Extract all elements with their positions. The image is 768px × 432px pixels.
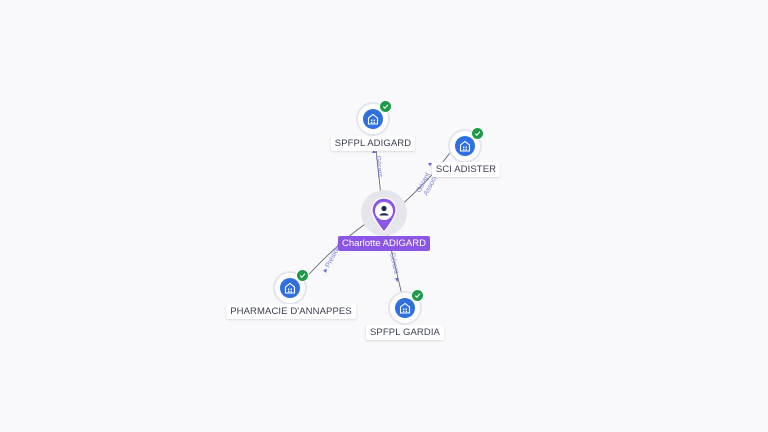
company-node-spfpl-adigard[interactable] bbox=[358, 100, 392, 134]
building-icon bbox=[367, 113, 379, 125]
verified-check-icon bbox=[411, 289, 424, 302]
edge-arrow bbox=[323, 269, 327, 273]
edge-arrow bbox=[395, 278, 399, 282]
person-icon bbox=[379, 205, 389, 216]
company-label-spfpl-gardia[interactable]: SPFPL GARDIA bbox=[365, 325, 445, 340]
building-icon bbox=[284, 282, 296, 294]
edge-arrow bbox=[372, 149, 376, 153]
company-label-pharmacie-dannappes[interactable]: PHARMACIE D'ANNAPPES bbox=[226, 304, 356, 319]
company-node-pharmacie-dannappes[interactable] bbox=[275, 269, 309, 303]
edge-label-gerant-3: Gérant bbox=[388, 252, 399, 274]
company-label-sci-adister[interactable]: SCI ADISTER bbox=[431, 162, 501, 177]
building-icon bbox=[459, 140, 471, 152]
verified-check-icon bbox=[296, 269, 309, 282]
building-icon bbox=[399, 302, 411, 314]
person-name-label[interactable]: Charlotte ADIGARD bbox=[338, 236, 430, 251]
edge-label-gerant-1: Gérant bbox=[374, 155, 383, 177]
edge-arrow bbox=[428, 163, 432, 167]
company-node-sci-adister[interactable] bbox=[450, 127, 484, 161]
company-node-spfpl-gardia[interactable] bbox=[390, 289, 424, 323]
verified-check-icon bbox=[379, 100, 392, 113]
verified-check-icon bbox=[471, 127, 484, 140]
company-label-spfpl-adigard[interactable]: SPFPL ADIGARD bbox=[330, 136, 416, 151]
person-pin[interactable] bbox=[370, 196, 398, 234]
